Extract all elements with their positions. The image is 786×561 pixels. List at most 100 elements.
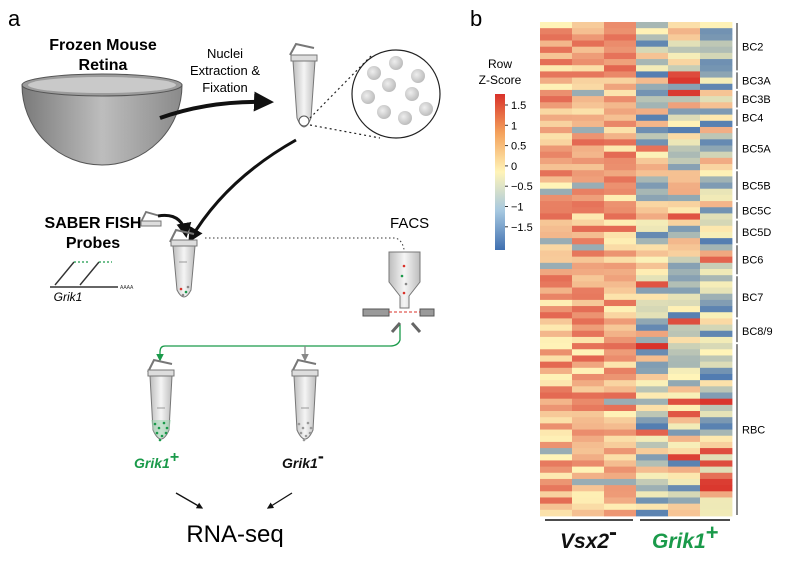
heatmap-cell <box>668 503 701 511</box>
heatmap-cell <box>572 423 605 430</box>
heatmap-cell <box>700 318 733 325</box>
heatmap-cell <box>636 120 669 128</box>
heatmap-cell <box>668 201 701 208</box>
heatmap-cell <box>668 145 701 153</box>
heatmap-cell <box>540 201 573 208</box>
heatmap-cell <box>572 491 605 498</box>
legend-tick-label: −1.5 <box>511 222 533 234</box>
heatmap-cell <box>668 52 701 60</box>
heatmap-cell <box>540 441 573 449</box>
heatmap-cell <box>540 207 573 214</box>
heatmap-cell <box>540 250 573 258</box>
heatmap-cell <box>700 102 733 109</box>
heatmap-cell <box>636 145 669 153</box>
heatmap-cell <box>572 466 605 474</box>
heatmap-cell <box>540 40 573 48</box>
heatmap-cell <box>700 275 733 282</box>
heatmap-cell <box>604 509 637 517</box>
heatmap-cell <box>540 102 573 109</box>
heatmap-cell <box>636 472 669 480</box>
heatmap-cell <box>668 336 701 344</box>
heatmap-cell <box>636 373 669 381</box>
heatmap-cell <box>572 238 605 245</box>
heatmap-cell <box>636 324 669 332</box>
heatmap-cell <box>604 299 637 307</box>
heatmap-cell <box>572 89 605 97</box>
heatmap-cell <box>636 201 669 208</box>
heatmap-cell <box>700 133 733 140</box>
heatmap-cell <box>700 454 733 461</box>
heatmap-cell <box>572 114 605 122</box>
heatmap-cell <box>668 355 701 363</box>
heatmap-cell <box>572 120 605 128</box>
probe-gene-label: Grik1 <box>54 290 83 304</box>
heatmap-cell <box>636 194 669 202</box>
heatmap-cell <box>540 213 573 220</box>
heatmap-cell <box>700 219 733 227</box>
heatmap-cell <box>636 441 669 449</box>
heatmap-cell <box>700 256 733 264</box>
panel-b: b Row Z-Score 1.510.50−0.5−1−1.5 BC2BC3A… <box>470 6 773 553</box>
heatmap-cell <box>636 275 669 282</box>
heatmap-cell <box>700 398 733 406</box>
heatmap-cell <box>700 194 733 202</box>
heatmap-cell <box>668 213 701 220</box>
heatmap-cell <box>700 281 733 288</box>
heatmap-cell <box>668 478 701 486</box>
heatmap-cell <box>604 269 637 276</box>
heatmap-cell <box>668 293 701 301</box>
heatmap-cell <box>700 120 733 128</box>
heatmap-cell <box>604 164 637 171</box>
heatmap-cell <box>636 287 669 295</box>
heatmap-cell <box>604 133 637 140</box>
heatmap-cell <box>636 28 669 35</box>
heatmap-cell <box>668 318 701 325</box>
heatmap-cell <box>540 423 573 430</box>
heatmap-cell <box>572 34 605 41</box>
heatmap-cell <box>668 448 701 455</box>
heatmap-cell <box>636 423 669 430</box>
heatmap-cell <box>668 349 701 356</box>
heatmap-cell <box>636 404 669 412</box>
heatmap-cell <box>572 157 605 165</box>
heatmap-cell <box>668 22 701 29</box>
heatmap-cell <box>604 207 637 214</box>
tube-icon-negative <box>291 358 319 442</box>
heatmap-cell <box>572 164 605 171</box>
heatmap-cell <box>540 59 573 66</box>
heatmap-cell <box>604 398 637 406</box>
heatmap-cell <box>636 485 669 492</box>
heatmap-cell <box>540 429 573 437</box>
heatmap-cell <box>700 478 733 486</box>
heatmap-cell <box>636 250 669 258</box>
heatmap-cell <box>572 244 605 251</box>
heatmap-cell <box>540 114 573 122</box>
heatmap-cell <box>636 299 669 307</box>
heatmap-cell <box>540 478 573 486</box>
heatmap-cell <box>604 262 637 270</box>
legend-tick-label: −0.5 <box>511 181 533 193</box>
row-group-label: BC5D <box>742 227 771 239</box>
heatmap-cell <box>540 157 573 165</box>
heatmap-cell <box>668 435 701 443</box>
heatmap-cell <box>604 275 637 282</box>
panel-a: a Frozen Mouse Retina Nuclei Extraction … <box>8 6 441 548</box>
heatmap-cell <box>604 435 637 443</box>
heatmap-cell <box>572 22 605 29</box>
heatmap-cell <box>636 89 669 97</box>
heatmap-cell <box>540 46 573 54</box>
heatmap-cell <box>572 145 605 153</box>
heatmap-cell <box>540 306 573 313</box>
heatmap-cell <box>700 497 733 505</box>
vsx2-sign: - <box>609 519 617 546</box>
legend-tick-label: 0 <box>511 161 517 173</box>
nuclei-zoom-circle <box>351 49 441 139</box>
arrow-to-probes-tube <box>188 138 297 243</box>
legend-tick-label: 0.5 <box>511 141 526 153</box>
heatmap-cell <box>572 299 605 307</box>
heatmap-cell <box>700 52 733 60</box>
heatmap-cell <box>572 411 605 418</box>
heatmap-cell <box>636 71 669 78</box>
heatmap-cell <box>636 417 669 424</box>
